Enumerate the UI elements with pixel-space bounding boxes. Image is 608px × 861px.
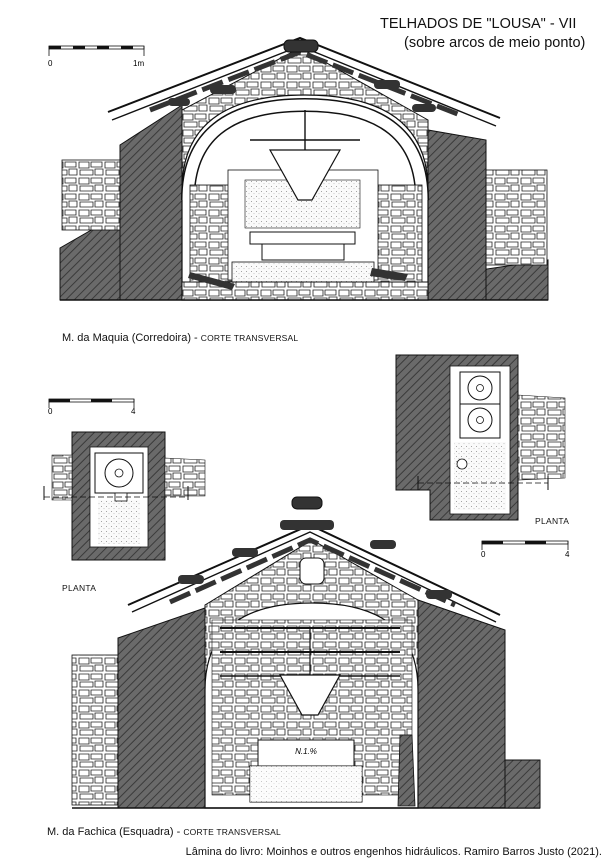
scale-left-start: 0	[48, 407, 53, 416]
plate-title: TELHADOS DE "LOUSA" - VII	[380, 16, 577, 32]
plan-right-label: PLANTA	[535, 516, 570, 526]
scale-bar-left	[48, 398, 135, 408]
millstone-stamp: N.1.%	[295, 747, 317, 756]
scale-bar-right	[481, 540, 569, 550]
section-fachica	[71, 496, 541, 809]
caption-bottom-section: M. da Fachica (Esquadra) - CORTE TRANSVE…	[47, 826, 281, 838]
plan-right	[395, 354, 566, 521]
scale-right-start: 0	[481, 550, 486, 559]
scale-top-start: 0	[48, 59, 53, 68]
caption-bottom-view: CORTE TRANSVERSAL	[183, 827, 281, 837]
caption-bottom-name: M. da Fachica (Esquadra) -	[47, 826, 184, 838]
scale-bar-top	[48, 45, 145, 56]
book-credit: Lâmina do livro: Moinhos e outros engenh…	[185, 846, 602, 858]
section-maquia	[59, 36, 549, 301]
scale-top-end: 1m	[133, 59, 144, 68]
scale-right-end: 4	[565, 550, 570, 559]
plan-left	[43, 431, 206, 561]
caption-top-section: M. da Maquia (Corredoira) - CORTE TRANSV…	[62, 332, 298, 344]
caption-top-name: M. da Maquia (Corredoira) -	[62, 332, 201, 344]
plate-subtitle: (sobre arcos de meio ponto)	[404, 35, 586, 51]
scale-left-end: 4	[131, 407, 136, 416]
caption-top-view: CORTE TRANSVERSAL	[200, 333, 299, 343]
plan-left-label: PLANTA	[62, 583, 97, 593]
